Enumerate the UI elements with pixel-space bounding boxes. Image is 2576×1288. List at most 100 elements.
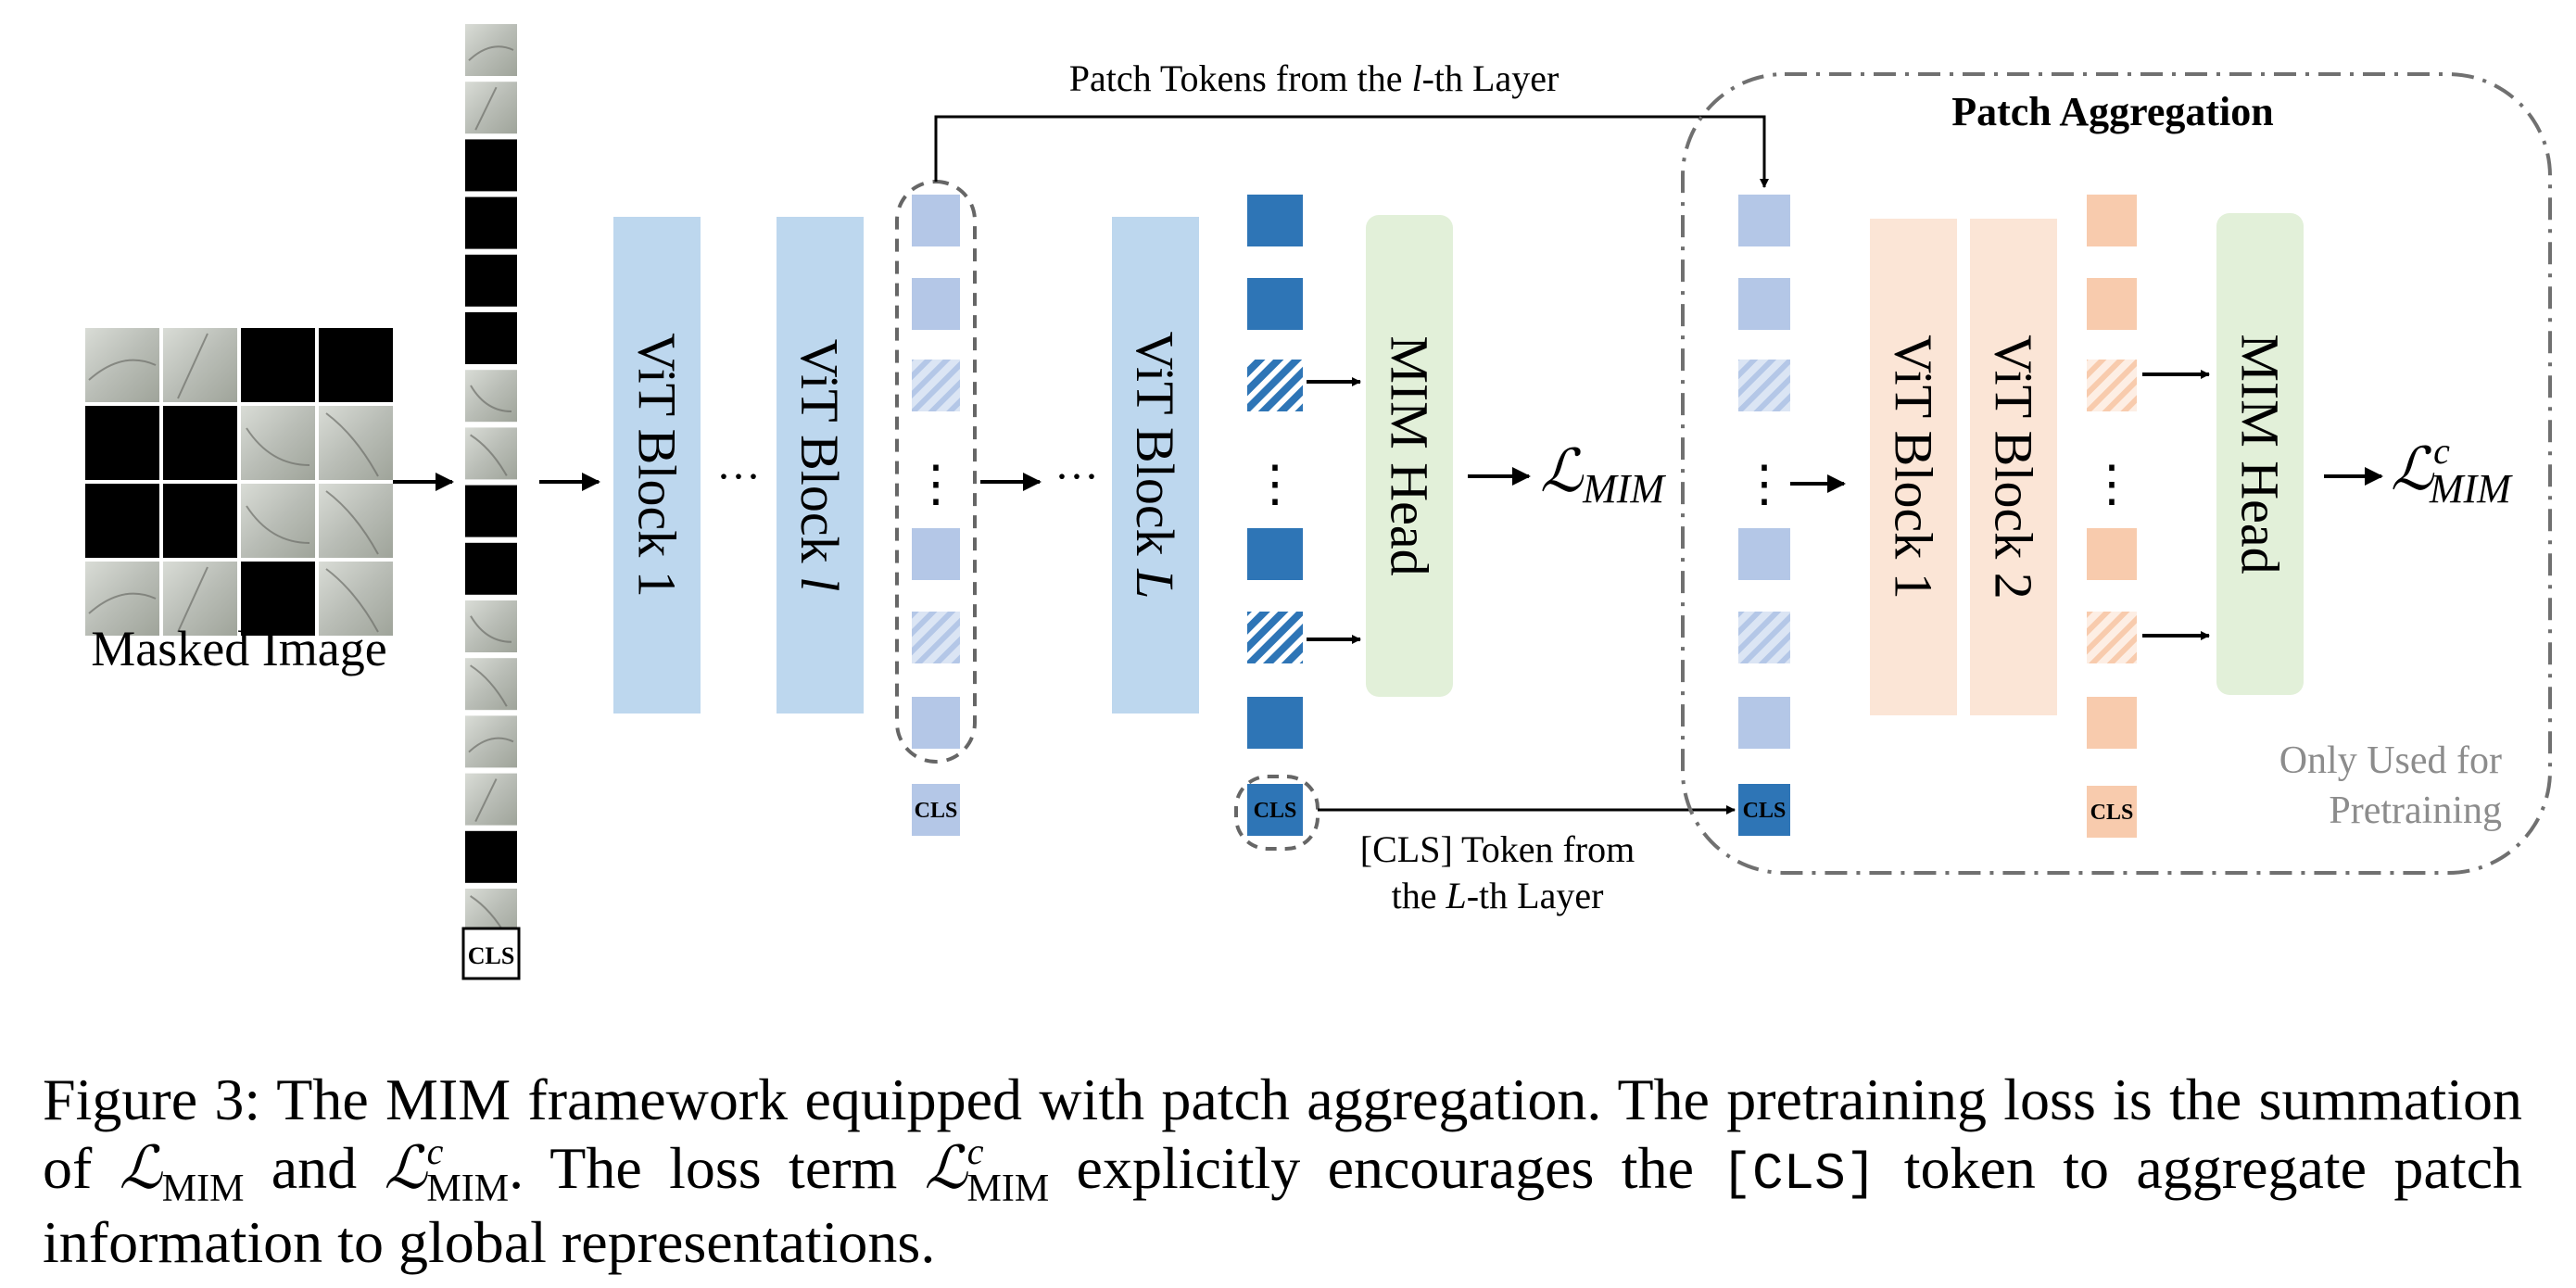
figure-caption: Figure 3: The MIM framework equipped wit… [43,1066,2522,1277]
layer-L-cls-label: CLS [1254,799,1297,823]
caption-part-4: explicitly encourages the [1049,1135,1722,1201]
masked-image-cell-1-0 [85,406,159,480]
agg-vit-block-1-label: ViT Block 1 [1884,335,1944,599]
ellipsis-h-2: ··· [1054,452,1099,501]
masked-image-cell-1-2 [241,406,315,480]
agg-output-token-2 [2087,360,2137,411]
aggregation-input-tokens: ⋮ [1738,195,1790,749]
cls-token-input-label: CLS [468,942,515,969]
agg-mim-head-label: MIM Head [2230,334,2291,574]
caption-cls-code: [CLS] [1721,1144,1877,1204]
cls-token-label-line2: the L-th Layer [1392,875,1604,916]
layer-L-token-5 [1247,697,1303,749]
masked-image-cell-1-3 [319,406,393,480]
agg-input-token-1 [1738,278,1790,330]
vit-block-l-label: ViT Block l [790,339,851,592]
patch-aggregation-box [1681,72,2552,875]
input-token-6 [465,370,517,423]
masked-image-label: Masked Image [91,621,386,676]
agg-output-token-5 [2087,697,2137,749]
layer-l-token-1 [912,278,960,330]
layer-l-token-3 [912,528,960,580]
mim-head-label: MIM Head [1380,335,1440,575]
only-used-line1: Only Used for [2279,739,2502,782]
layer-l-token-vertical-ellipsis: ⋮ [911,456,961,511]
only-used-line2: Pretraining [2329,789,2502,832]
layer-L-tokens: ⋮ [1247,195,1303,749]
layer-l-token-5 [912,697,960,749]
cls-token-label-line1: [CLS] Token from [1360,828,1635,870]
agg-vit-block-1 [1870,219,1957,715]
vit-block-1-label: ViT Block 1 [627,333,688,597]
agg-vit-block-2-label: ViT Block 2 [1984,335,2044,599]
vit-block-L-label: ViT Block L [1126,332,1186,600]
agg-input-token-vertical-ellipsis: ⋮ [1739,456,1789,511]
aggregation-cls-label: CLS [1743,799,1787,823]
caption-loss-mim-c-2: ℒcMIM [924,1130,1050,1210]
masked-image-cell-2-3 [319,484,393,558]
caption-part-3: . The loss term [509,1135,925,1201]
agg-mim-head [2216,213,2304,695]
masked-image-cell-2-1 [163,484,237,558]
masked-image-cell-2-0 [85,484,159,558]
patch-tokens-label: Patch Tokens from the l-th Layer [1069,57,1559,99]
masked-image-cell-2-2 [241,484,315,558]
layer-L-token-2 [1247,360,1303,411]
masked-image-cell-0-0 [85,328,159,402]
agg-output-token-1 [2087,278,2137,330]
layer-L-token-0 [1247,195,1303,246]
ellipsis-h-1: ··· [716,452,761,501]
agg-output-cls-label: CLS [2090,801,2134,825]
caption-part-5: token to aggregate patch information to … [43,1135,2523,1275]
masked-image-cell-1-1 [163,406,237,480]
patch-token-column [465,24,517,941]
agg-input-token-5 [1738,697,1790,749]
agg-input-token-0 [1738,195,1790,246]
input-token-13 [465,773,517,826]
masked-image-cell-0-2 [241,328,315,402]
agg-output-token-vertical-ellipsis: ⋮ [2087,456,2137,511]
masked-image-cell-0-3 [319,328,393,402]
layer-l-token-0 [912,195,960,246]
agg-output-token-0 [2087,195,2137,246]
layer-L-cls-group [1234,775,1320,851]
cls-token-input [461,927,521,980]
input-token-2 [465,139,517,192]
caption-part-1: Figure 3: The MIM framework equipped wit… [43,1067,2522,1201]
agg-input-token-4 [1738,612,1790,663]
vit-block-l [777,217,864,713]
masked-image-cell-3-2 [241,562,315,636]
input-token-4 [465,254,517,307]
layer-l-token-4 [912,612,960,663]
input-token-7 [465,427,517,480]
input-token-5 [465,312,517,364]
layer-l-token-2 [912,360,960,411]
masked-image [85,328,393,636]
mim-head [1366,215,1453,697]
layer-L-token-4 [1247,612,1303,663]
input-token-10 [465,600,517,652]
masked-image-cell-0-1 [163,328,237,402]
layer-L-token-vertical-ellipsis: ⋮ [1250,456,1300,511]
layer-l-tokens: ⋮ [911,195,961,749]
agg-input-token-3 [1738,528,1790,580]
aggregation-cls-token [1738,784,1790,836]
connector-patch-tokens [934,115,1769,188]
agg-output-cls-token [2087,786,2137,838]
masked-image-cell-3-3 [319,562,393,636]
layer-l-cls-token [912,784,960,836]
caption-loss-mim-1: ℒMIM [119,1135,245,1210]
layer-L-token-1 [1247,278,1303,330]
loss-mim: ℒMIM [1540,438,1666,511]
agg-input-token-2 [1738,360,1790,411]
input-token-0 [465,24,517,76]
masked-image-cell-3-0 [85,562,159,636]
input-token-9 [465,542,517,595]
masked-image-cell-3-1 [163,562,237,636]
input-token-8 [465,485,517,537]
layer-L-token-3 [1247,528,1303,580]
input-token-11 [465,658,517,711]
agg-output-token-3 [2087,528,2137,580]
caption-part-2: and [244,1135,385,1201]
